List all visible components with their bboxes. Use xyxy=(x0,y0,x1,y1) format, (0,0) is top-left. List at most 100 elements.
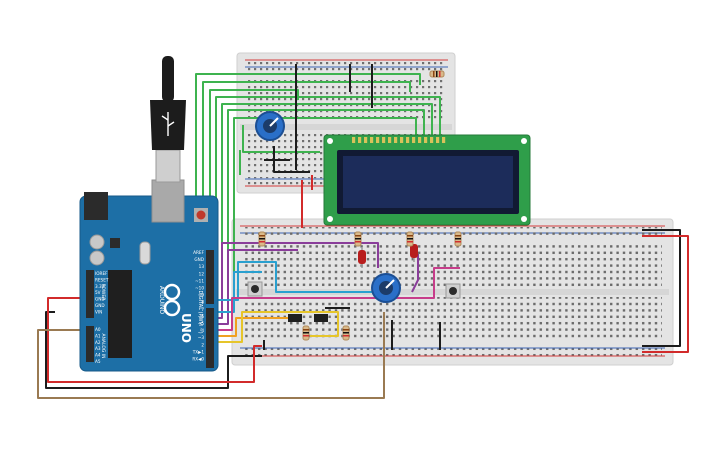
pin-label: 13 xyxy=(199,264,205,269)
pin-label: ~5 xyxy=(198,321,205,326)
wire-green-5 xyxy=(221,103,433,290)
wire-magenta-1 xyxy=(214,267,460,331)
push-button-left[interactable] xyxy=(247,281,263,297)
lcd-pin xyxy=(382,137,386,143)
wires xyxy=(37,64,689,399)
pin-label: ~11 xyxy=(195,278,204,283)
regulator xyxy=(110,238,120,248)
pin-label: 3.3V xyxy=(95,284,105,289)
lcd-pin xyxy=(442,137,446,143)
lcd-pin xyxy=(418,137,422,143)
lcd-mount-hole xyxy=(521,138,527,144)
pin-label: A1 xyxy=(95,333,101,338)
resistor xyxy=(429,70,445,78)
wire-yellow-1 xyxy=(214,311,339,343)
wire-purple-2 xyxy=(214,249,298,325)
arduino-maker-label: ARDUINO xyxy=(158,286,165,315)
lcd-module xyxy=(323,134,531,226)
switch-1[interactable] xyxy=(288,314,302,322)
pin-label: 12 xyxy=(199,271,205,276)
wire-green-7 xyxy=(242,125,320,153)
pin-label: 4 xyxy=(201,328,204,333)
lcd-pin-header xyxy=(352,137,446,143)
switch-2[interactable] xyxy=(314,314,328,322)
resistor xyxy=(354,231,362,247)
wire-cyan-2 xyxy=(214,271,262,313)
capacitor-2 xyxy=(89,250,105,266)
wire-black-right-loop xyxy=(642,229,681,347)
lcd-pin xyxy=(376,137,380,143)
pin-label: RESET xyxy=(95,277,109,282)
resistors xyxy=(258,70,462,341)
resistor xyxy=(454,231,462,247)
pin-label: ~10 xyxy=(195,286,204,291)
wire-purple-3 xyxy=(411,254,419,293)
lcd-mount-hole xyxy=(521,216,527,222)
lcd-mount-hole xyxy=(327,216,333,222)
lcd-pin xyxy=(364,137,368,143)
power-header xyxy=(86,270,94,318)
usb-cable xyxy=(162,56,174,102)
pin-label: A0 xyxy=(95,327,101,332)
atmega-chip xyxy=(108,270,132,358)
resistor xyxy=(302,325,310,341)
analog-header xyxy=(86,326,94,362)
wire-green-4 xyxy=(215,96,441,284)
potentiometer-contrast[interactable] xyxy=(255,111,285,141)
wire-green-6 xyxy=(227,109,425,296)
pin-label: 5V xyxy=(95,290,101,295)
arduino-uno: ARDUINO UNO DIGITAL (PWM ~) POWER ANALOG… xyxy=(79,56,219,372)
pin-label: TX▶1 xyxy=(192,349,205,354)
power-pins-label: POWER xyxy=(100,284,106,301)
resistor xyxy=(342,325,350,341)
pin-label: A3 xyxy=(95,346,101,351)
power-jack xyxy=(84,192,108,220)
lcd-pin xyxy=(406,137,410,143)
crystal xyxy=(139,241,151,265)
lcd-screen xyxy=(343,156,513,208)
wire-red-right-loop xyxy=(642,235,689,353)
resistor xyxy=(406,231,414,247)
pin-label: GND xyxy=(95,303,105,308)
pin-label: ~9 xyxy=(198,293,205,298)
wire-black-4 xyxy=(273,146,310,173)
pin-label: ~3 xyxy=(198,335,205,340)
wire-green-3 xyxy=(209,89,299,278)
capacitor-1 xyxy=(89,234,105,250)
led-1 xyxy=(358,248,366,268)
pin-label: IOREF xyxy=(95,271,108,276)
pin-label: A5 xyxy=(95,359,101,364)
pin-label: 7 xyxy=(201,307,204,312)
arduino-brand-label: UNO xyxy=(179,313,193,343)
resistor xyxy=(258,231,266,247)
lcd-pin xyxy=(352,137,356,143)
analog-pins-label: ANALOG IN xyxy=(100,333,106,358)
wire-green-1 xyxy=(195,73,421,266)
pin-label: RX◀0 xyxy=(192,357,204,362)
wire-brown-bottom xyxy=(37,312,385,399)
lcd-pin xyxy=(436,137,440,143)
lcd-mount-hole xyxy=(327,138,333,144)
usb-symbol-icon xyxy=(161,112,175,136)
reset-button-cap xyxy=(196,210,206,220)
lcd-pin xyxy=(400,137,404,143)
potentiometer-main[interactable] xyxy=(371,273,401,303)
pin-label: 2 xyxy=(201,342,204,347)
lcd-pin xyxy=(412,137,416,143)
lcd-pin xyxy=(430,137,434,143)
large-breadboard xyxy=(231,218,674,366)
wire-green-8 xyxy=(233,117,417,304)
wire-red-bottom xyxy=(47,297,262,383)
pin-label: VIN xyxy=(95,309,102,314)
pin-label: ~6 xyxy=(198,314,205,319)
wire-orange-1 xyxy=(214,317,292,337)
lcd-pin xyxy=(424,137,428,143)
usb-connector xyxy=(151,179,185,223)
pin-label: A4 xyxy=(95,353,101,358)
lcd-pin xyxy=(370,137,374,143)
push-button-right[interactable] xyxy=(445,283,461,299)
